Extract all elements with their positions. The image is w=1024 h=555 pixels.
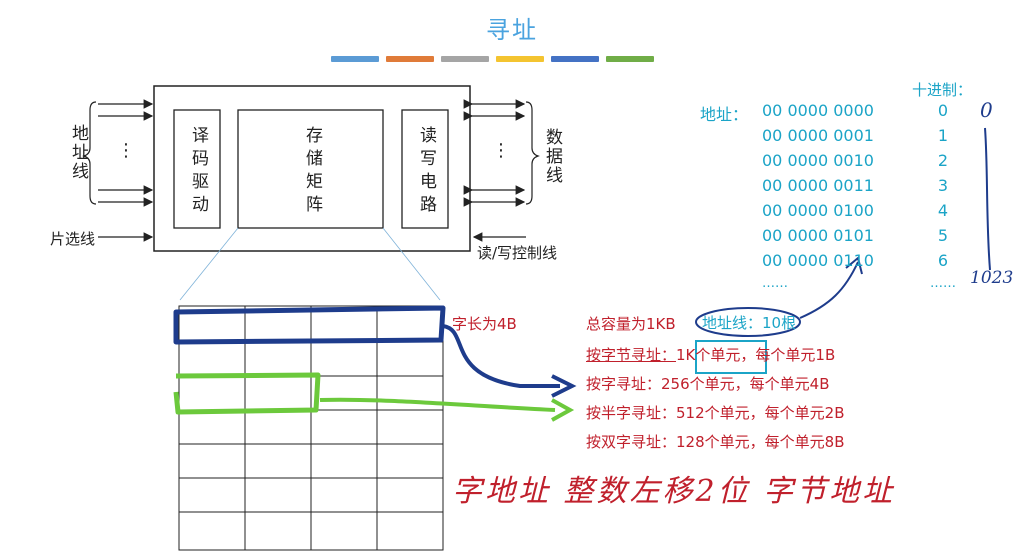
mode-row: 按半字寻址：512个单元，每个单元2B: [586, 402, 844, 431]
data-lines: [463, 99, 526, 242]
accent-bar-2: [386, 56, 434, 62]
data-lines-ellipsis: ⋮: [492, 140, 510, 161]
storage-matrix-label: 存储矩阵: [302, 126, 322, 218]
data-lines-label: 数据线: [542, 128, 562, 185]
mode-value: 128个单元，每个单元8B: [676, 433, 845, 451]
decimal-value: ……: [930, 276, 956, 291]
word-arrow: [442, 324, 560, 388]
binary-address: 00 0000 0110: [762, 251, 874, 270]
address-lines: [98, 99, 154, 242]
binary-address-list: 00 0000 0000 00 0000 0001 00 0000 0010 0…: [762, 101, 874, 301]
accent-bar-1: [331, 56, 379, 62]
memory-chip-box: [153, 85, 471, 252]
right-brace: [525, 101, 540, 205]
binary-address: 00 0000 0001: [762, 126, 874, 145]
handwritten-note: 字地址 整数左移2位 字节地址: [452, 474, 896, 509]
address-header: 地址：: [700, 105, 749, 124]
decimal-value: 5: [937, 226, 949, 245]
rw-circuit-box: [401, 109, 449, 229]
word-arrowhead: [551, 374, 577, 398]
oval-to-table-arrowhead: [845, 256, 863, 275]
binary-address: 00 0000 0101: [762, 226, 874, 245]
binary-address: ……: [762, 276, 788, 291]
decimal-value: 1: [937, 126, 949, 145]
mode-row: 按字节寻址：1K个单元，每个单元1B: [586, 344, 844, 373]
mode-value: 256个单元，每个单元4B: [661, 375, 830, 393]
rw-circuit-label: 读写电路: [416, 126, 436, 218]
decimal-value: 0: [937, 101, 949, 120]
address-lines-count: 地址线：10根: [702, 314, 797, 332]
accent-bar-3: [441, 56, 489, 62]
mode-label: 按半字寻址：: [586, 404, 677, 422]
address-lines-oval: [695, 307, 801, 337]
range-bracket: [984, 127, 991, 271]
decimal-value: 3: [937, 176, 949, 195]
rw-control-label: 读/写控制线: [477, 244, 558, 262]
word-highlight: [173, 305, 446, 345]
binary-address: 00 0000 0100: [762, 201, 874, 220]
decoder-box: [173, 109, 221, 229]
decimal-value: 4: [937, 201, 949, 220]
mode-value: 1K个单元，每个单元1B: [676, 346, 836, 364]
accent-bar-4: [496, 56, 544, 62]
decoder-label: 译码驱动: [188, 126, 208, 218]
mode-row: 按字寻址：256个单元，每个单元4B: [586, 373, 844, 402]
oval-to-table-arrow: [799, 261, 859, 319]
zoom-line-left: [179, 227, 239, 301]
accent-bar-5: [551, 56, 599, 62]
byte-units-box: [695, 340, 767, 374]
binary-address: 00 0000 0011: [762, 176, 874, 195]
binary-address: 00 0000 0000: [762, 101, 874, 120]
halfword-highlight: [173, 372, 321, 415]
left-brace: [82, 101, 97, 205]
mode-label: 按双字寻址：: [586, 433, 677, 451]
mode-label: 按字寻址：: [586, 375, 662, 393]
decimal-value: 2: [937, 151, 949, 170]
chip-select-label: 片选线: [50, 230, 96, 248]
halfword-arrowhead: [551, 398, 575, 422]
handwritten-1023: 1023: [970, 268, 1014, 288]
storage-matrix-box: [237, 109, 384, 229]
mode-value: 512个单元，每个单元2B: [676, 404, 845, 422]
mode-row: 按双字寻址：128个单元，每个单元8B: [586, 431, 844, 460]
address-lines-label: 地址线: [68, 124, 88, 181]
page-title: 寻址: [486, 16, 538, 44]
accent-bar-6: [606, 56, 654, 62]
address-lines-ellipsis: ⋮: [117, 140, 135, 161]
decimal-header: 十进制：: [912, 81, 973, 99]
decimal-value: 6: [937, 251, 949, 270]
word-length-label: 字长为4B: [452, 315, 517, 333]
mode-label: 按字节寻址：: [586, 346, 677, 364]
halfword-arrow: [319, 397, 556, 412]
addressing-modes: 按字节寻址：1K个单元，每个单元1B 按字寻址：256个单元，每个单元4B 按半…: [586, 344, 844, 460]
handwritten-zero: 0: [980, 98, 993, 122]
total-capacity: 总容量为1KB: [586, 315, 676, 333]
decimal-list: 0 1 2 3 4 5 6 ……: [928, 101, 958, 301]
binary-address: 00 0000 0010: [762, 151, 874, 170]
zoom-line-right: [382, 227, 441, 301]
